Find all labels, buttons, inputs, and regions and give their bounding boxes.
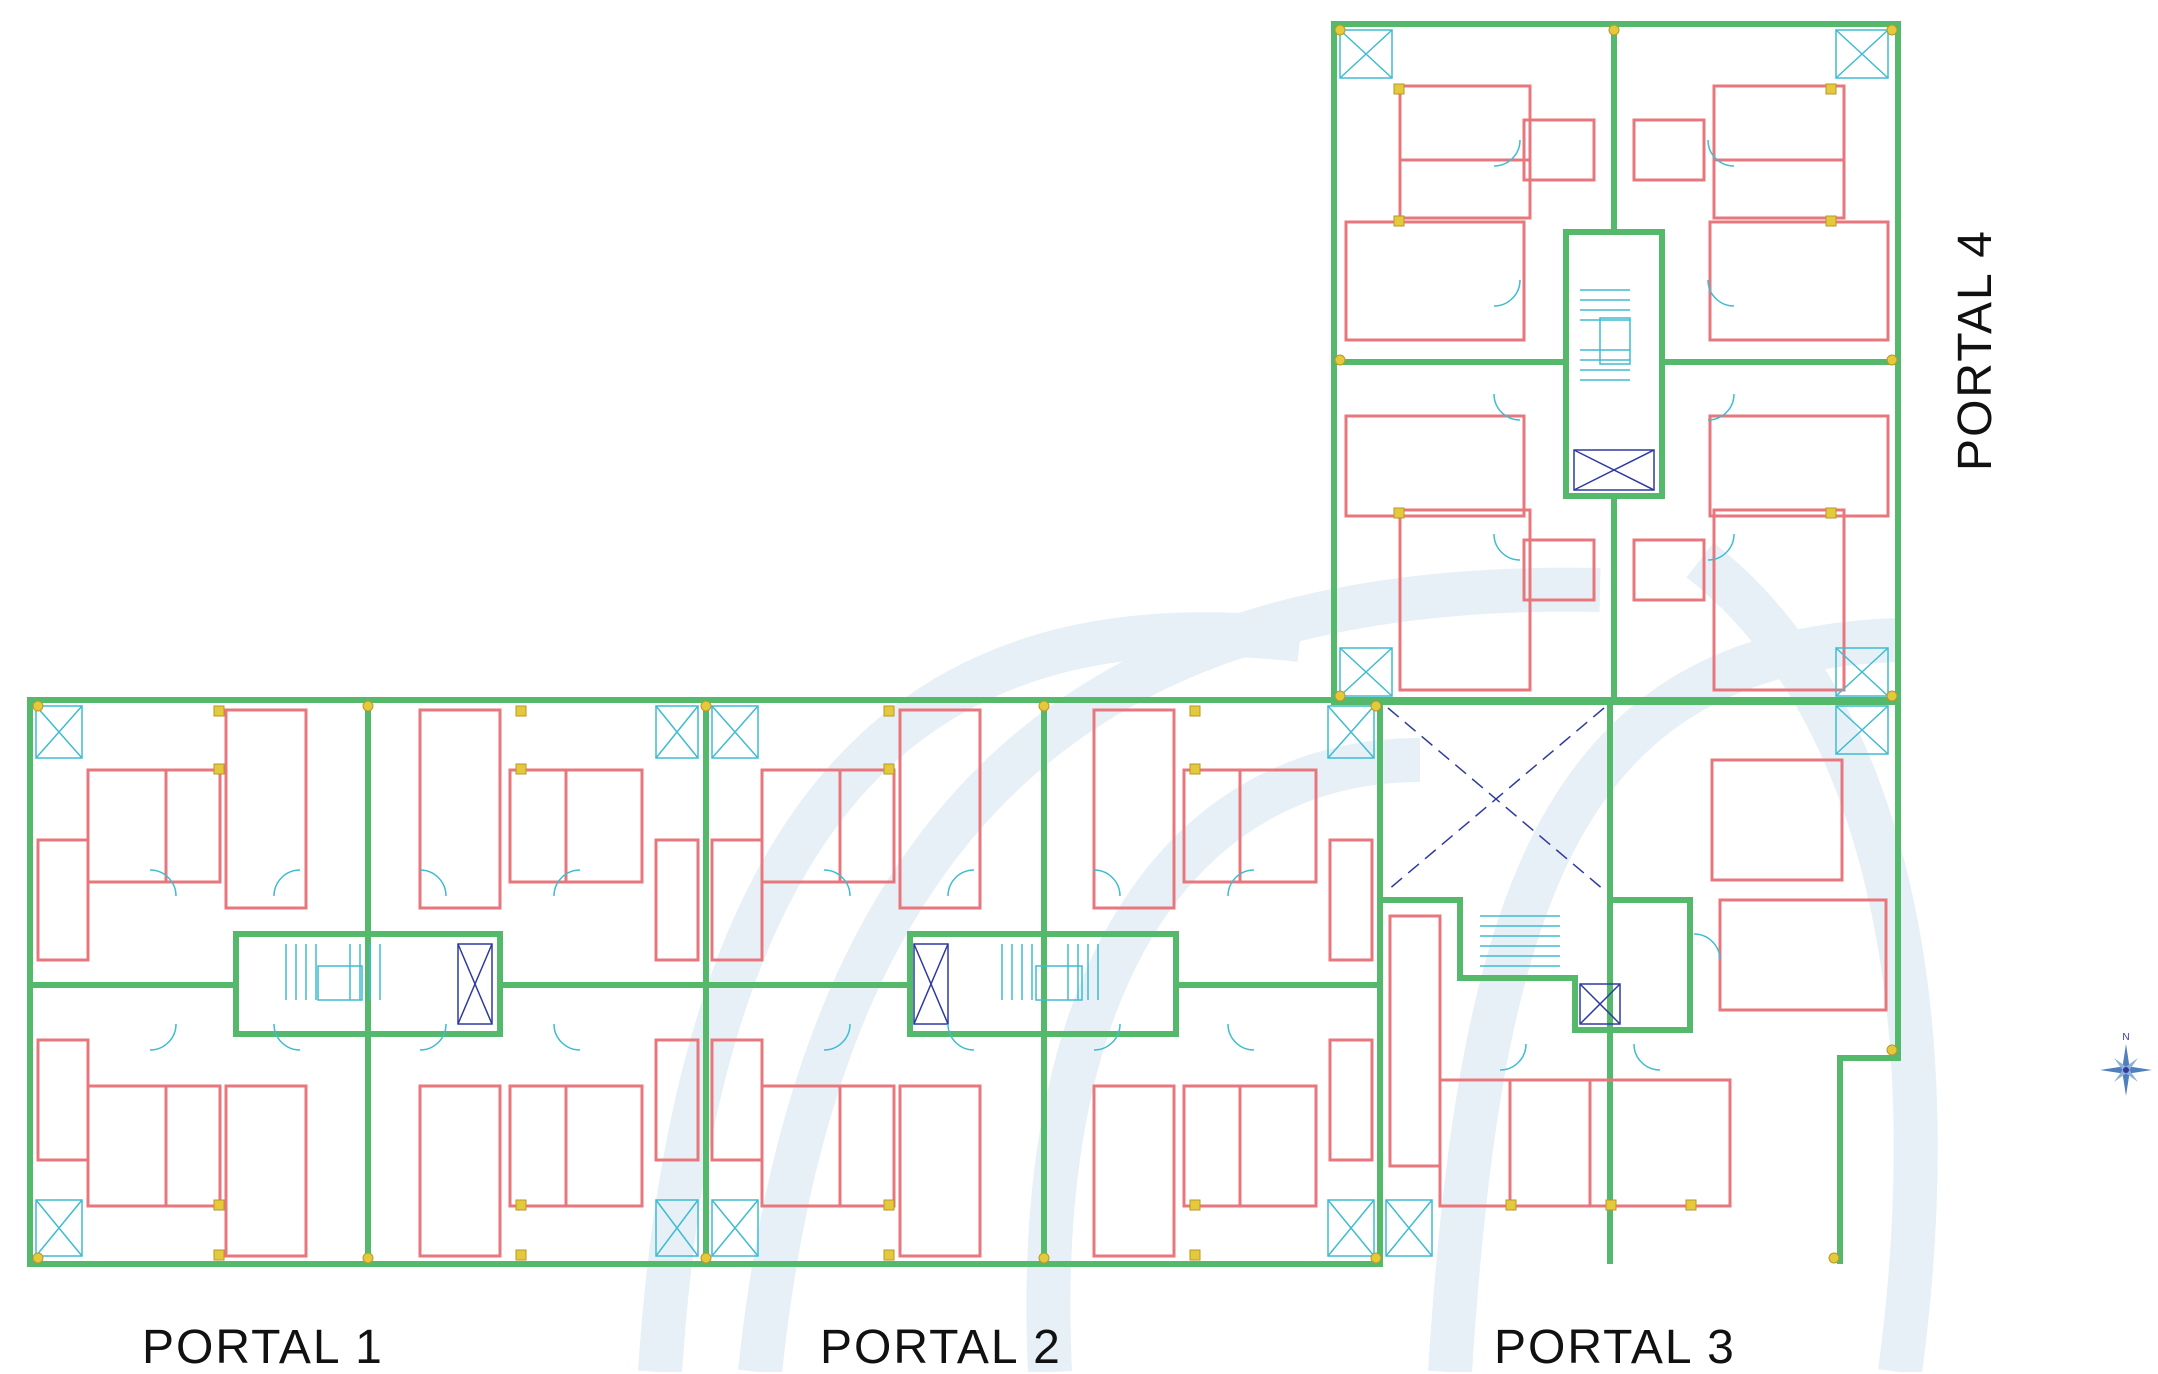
portal-3-label: PORTAL 3 bbox=[1494, 1321, 1736, 1374]
core-portal-2-3 bbox=[907, 931, 1179, 1037]
stair-cores bbox=[233, 229, 1665, 1037]
north-label: N bbox=[2122, 1032, 2129, 1043]
wing-corner bbox=[1380, 697, 1901, 1264]
portal3-core bbox=[1380, 897, 1693, 1033]
stair-treads bbox=[285, 289, 1631, 1001]
elevator-shafts bbox=[457, 449, 1655, 1025]
core-portal-4 bbox=[1563, 229, 1665, 499]
portal-4-label: PORTAL 4 bbox=[1949, 229, 2002, 471]
columns bbox=[32, 24, 1898, 1264]
balconies-and-fixtures bbox=[35, 29, 1889, 1257]
room-partitions bbox=[36, 84, 1890, 1258]
portal-1-label: PORTAL 1 bbox=[142, 1321, 384, 1374]
north-compass-icon: N bbox=[2100, 1032, 2152, 1096]
portal-2-label: PORTAL 2 bbox=[820, 1321, 1062, 1374]
exterior-walls bbox=[27, 21, 1901, 1267]
watermark-logo bbox=[638, 542, 1938, 1372]
light-well bbox=[1387, 707, 1605, 891]
core-portal-1-2 bbox=[233, 931, 503, 1037]
